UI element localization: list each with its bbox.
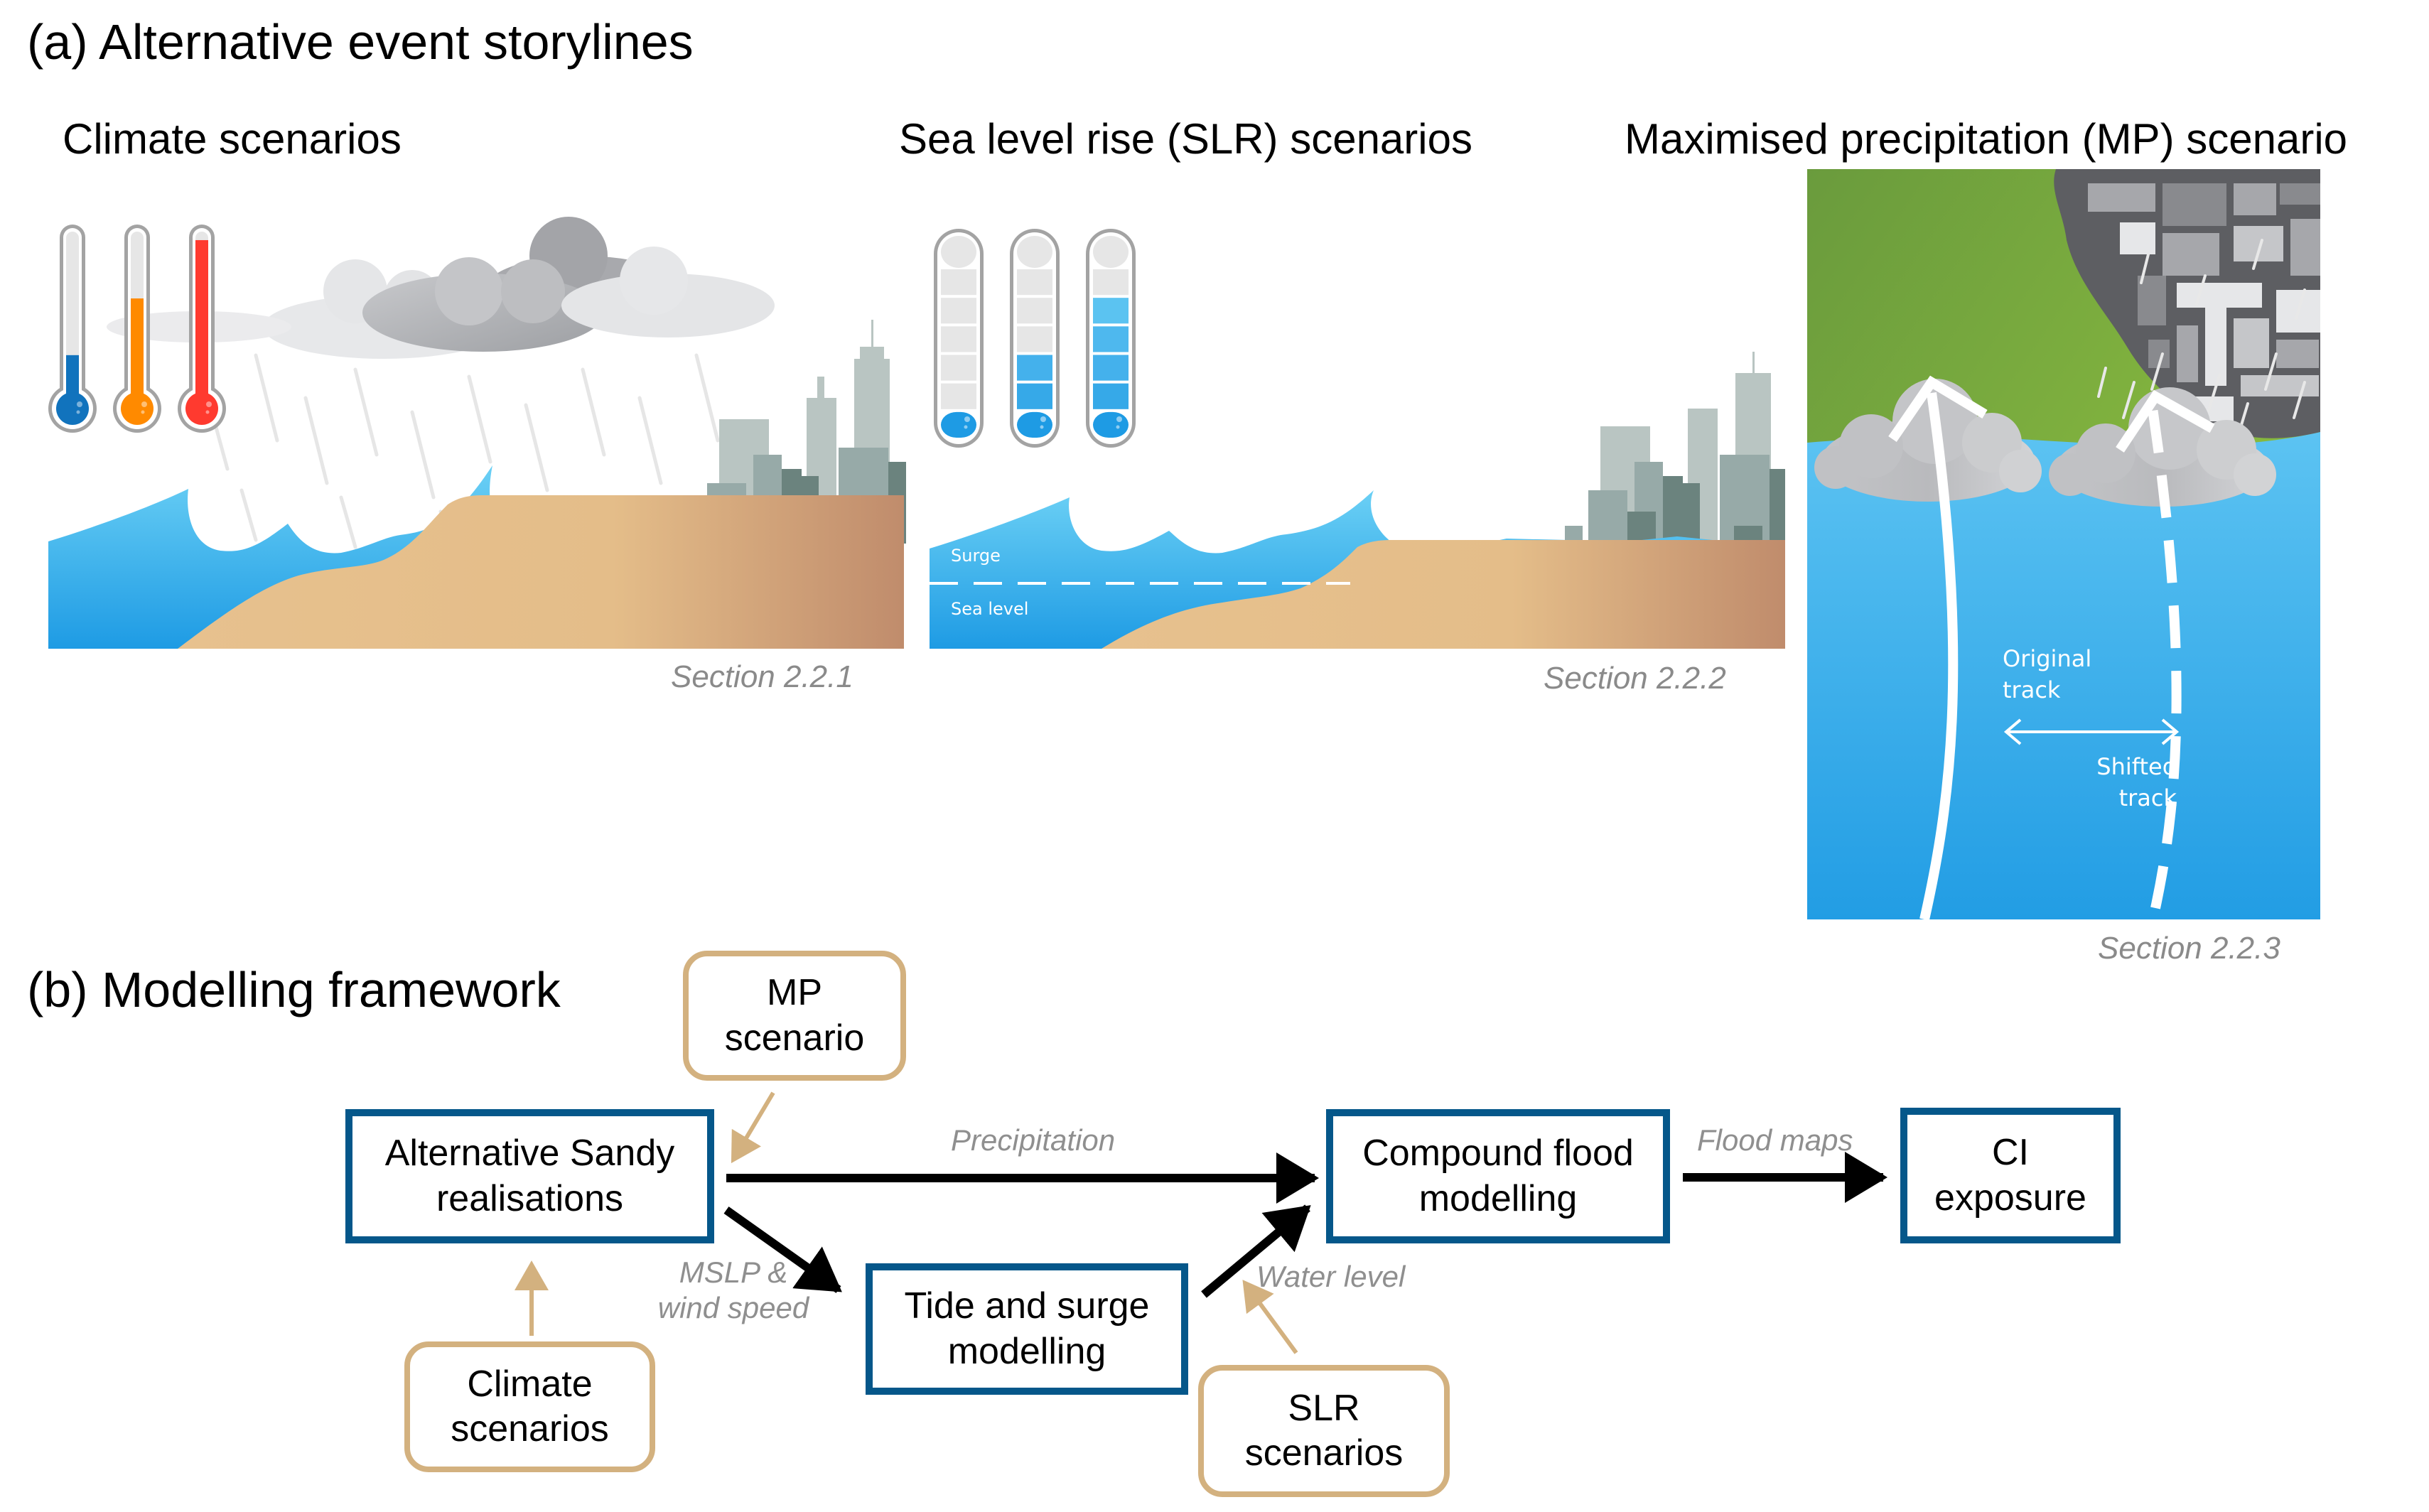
sea-level-label: Sea level <box>951 599 1028 619</box>
shifted-track-label-line1: Shifted <box>2096 753 2177 780</box>
gauge-segment <box>941 411 976 438</box>
original-track-label-line2: track <box>2003 676 2061 703</box>
mp-box-line2: scenario <box>724 1017 865 1059</box>
climate-box-line2: scenarios <box>451 1408 609 1449</box>
thermometer-group <box>48 225 226 433</box>
urban-blocks <box>2088 183 2320 421</box>
flow-label-flood-maps: Flood maps <box>1697 1123 1853 1157</box>
section-ref-2-2-3: Section 2.2.3 <box>2098 931 2280 966</box>
arrow-mp-to-sandy <box>731 1091 775 1164</box>
slr-gauge-group <box>934 229 1136 448</box>
tide-box-line2: modelling <box>947 1330 1106 1372</box>
surge-label: Surge <box>951 546 1001 566</box>
thermometer-level <box>131 298 144 398</box>
gauge-segment <box>941 326 976 352</box>
slr-gauge-3 <box>1086 229 1136 448</box>
original-track-label-line1: Original <box>2003 645 2091 672</box>
flow-label-mslp-wind: MSLP & wind speed <box>648 1255 819 1327</box>
city-skyline <box>1565 352 1785 544</box>
shifted-track-arrow <box>2147 402 2182 909</box>
gauge-segment <box>1093 355 1129 381</box>
gauge-segment <box>941 298 976 324</box>
flow-label-wind-speed: wind speed <box>657 1291 809 1325</box>
sandy-box-line1: Alternative Sandy <box>384 1133 675 1174</box>
mp-box-line1: MP <box>767 972 822 1014</box>
gauge-segment <box>1093 411 1129 438</box>
slr-box-line2: scenarios <box>1244 1432 1404 1474</box>
panel-title-mp: Maximised precipitation (MP) scenario <box>1625 115 2348 163</box>
sandy-box-line2: realisations <box>436 1177 623 1219</box>
mp-scenario-illustration: Original track Shifted track <box>1807 169 2320 919</box>
compound-box-line1: Compound flood <box>1362 1133 1634 1174</box>
gauge-segment <box>1093 298 1129 324</box>
gauge-segment <box>1017 411 1052 438</box>
thermometer-level <box>66 355 79 398</box>
gauge-segment <box>1017 355 1052 381</box>
sand-beach <box>1102 540 1785 649</box>
original-track-arrow <box>1919 392 1959 919</box>
flow-label-water-level: Water level <box>1256 1260 1406 1293</box>
flow-label-mslp: MSLP & <box>679 1256 788 1289</box>
shifted-track-label-line2: track <box>2119 784 2177 811</box>
gauge-segment <box>941 269 976 296</box>
panel-title-climate: Climate scenarios <box>63 115 402 163</box>
ci-box-line2: exposure <box>1934 1177 2086 1219</box>
gauge-segment <box>941 383 976 409</box>
storm-clouds <box>107 217 775 359</box>
thermometer-3 <box>178 225 226 433</box>
slr-scenarios-illustration: Surge Sea level <box>930 229 1785 649</box>
gauge-segment <box>941 355 976 381</box>
gauge-segment <box>1017 383 1052 409</box>
tide-box-line1: Tide and surge <box>904 1285 1150 1327</box>
shifted-track-arrowhead <box>2116 389 2215 453</box>
cloud-shifted-track <box>2049 387 2276 507</box>
gauge-segment <box>1017 326 1052 352</box>
sea-area <box>1807 432 2320 919</box>
gauge-segment <box>1017 269 1052 296</box>
flow-label-precipitation: Precipitation <box>951 1123 1116 1157</box>
slr-gauge-1 <box>934 229 984 448</box>
slr-gauge-2 <box>1010 229 1060 448</box>
section-ref-2-2-1: Section 2.2.1 <box>671 659 853 694</box>
slr-box-line1: SLR <box>1288 1387 1360 1429</box>
ci-box-line1: CI <box>1991 1132 2029 1174</box>
gauge-segment <box>1093 269 1129 296</box>
thermometer-level <box>195 239 208 398</box>
gauge-segment <box>1093 326 1129 352</box>
climate-scenarios-illustration <box>48 217 906 649</box>
thermometer-2 <box>113 225 161 433</box>
climate-box-line1: Climate <box>467 1363 593 1405</box>
sand-beach <box>178 495 904 649</box>
section-ref-2-2-2: Section 2.2.2 <box>1544 661 1726 696</box>
heading-alternative-event-storylines: (a) Alternative event storylines <box>27 14 694 70</box>
original-track-arrowhead <box>1888 375 1988 442</box>
panel-title-slr: Sea level rise (SLR) scenarios <box>899 115 1472 163</box>
gauge-segment <box>1017 298 1052 324</box>
thermometer-1 <box>48 225 97 433</box>
heading-modelling-framework: (b) Modelling framework <box>27 962 561 1017</box>
compound-box-line2: modelling <box>1418 1177 1578 1219</box>
gauge-segment <box>1093 383 1129 409</box>
